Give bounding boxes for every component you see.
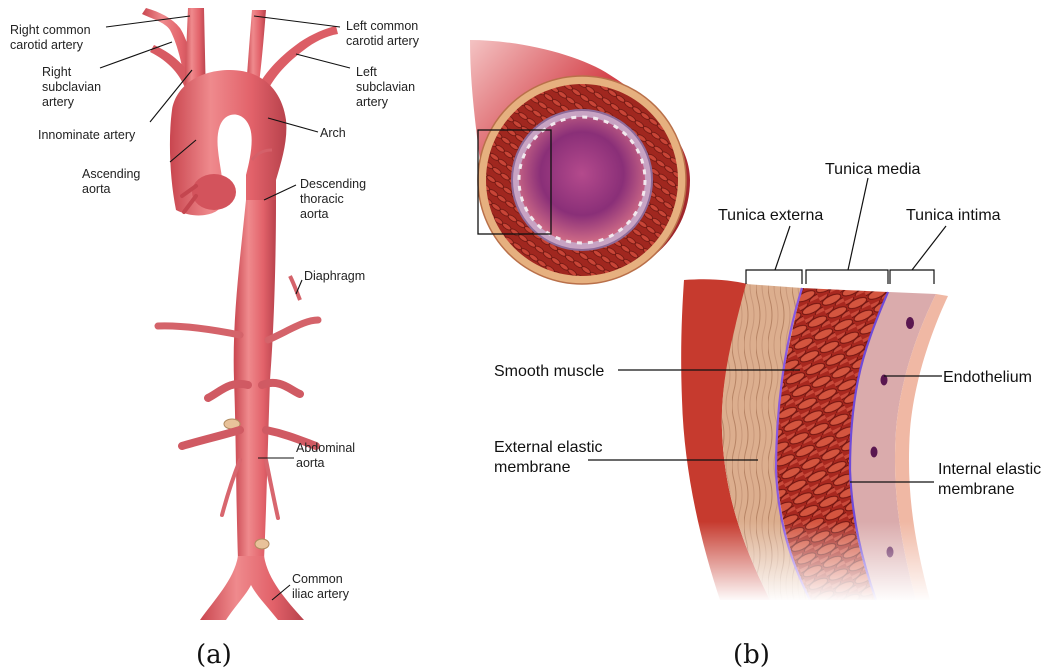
- label-tunica-externa: Tunica externa: [718, 207, 823, 224]
- tunica-brackets: [746, 178, 946, 284]
- label-arch: Arch: [320, 126, 346, 140]
- caption-b: (b): [733, 640, 770, 670]
- label-tunica-intima: Tunica intima: [906, 207, 1001, 224]
- lumen: [519, 117, 645, 243]
- right-phrenic-branch: [158, 326, 240, 335]
- caption-a: (a): [196, 640, 232, 670]
- inferior-mesenteric-stub: [255, 539, 269, 549]
- wall-section: [680, 279, 960, 602]
- iliac-bifurcation: [200, 556, 304, 620]
- label-endothelium: Endothelium: [943, 369, 1032, 386]
- label-diaphragm: Diaphragm: [304, 269, 365, 283]
- left-phrenic-branch: [268, 320, 318, 340]
- label-smooth-muscle: Smooth muscle: [494, 363, 604, 380]
- aorta-illustration: [142, 8, 338, 620]
- label-tunica-media: Tunica media: [825, 161, 921, 178]
- artery-cross-section: [470, 40, 690, 284]
- label-innominate-artery: Innominate artery: [38, 128, 136, 142]
- aortic-root: [192, 174, 236, 210]
